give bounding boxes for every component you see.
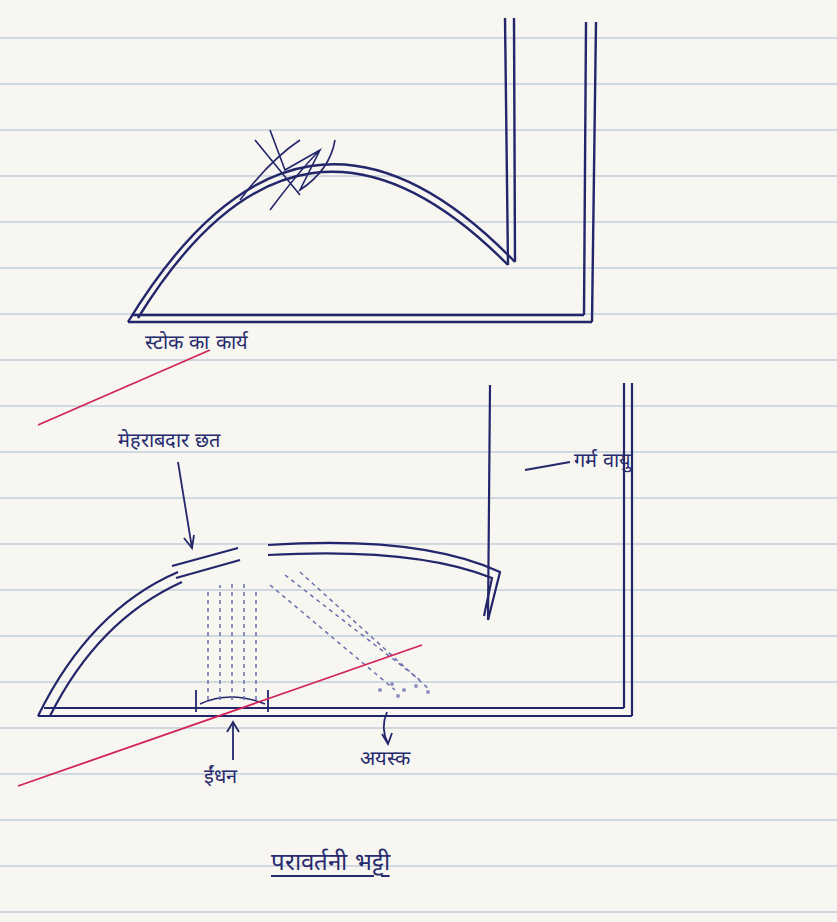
part-label: गर्म वायु xyxy=(574,448,631,472)
part-label: मेहराबदार छत xyxy=(118,428,220,452)
part-label: अयस्क xyxy=(360,746,410,770)
strike-line xyxy=(38,350,210,425)
part-label: स्टोक का कार्य xyxy=(145,330,248,354)
top-furnace xyxy=(128,18,596,322)
diagram-title: परावर्तनी भट्टी xyxy=(271,848,390,877)
leader-lines xyxy=(178,462,570,760)
part-label: ईंधन xyxy=(204,764,237,788)
ruled-lines xyxy=(0,38,837,912)
ore-heap xyxy=(378,682,430,698)
bottom-furnace xyxy=(38,383,632,716)
